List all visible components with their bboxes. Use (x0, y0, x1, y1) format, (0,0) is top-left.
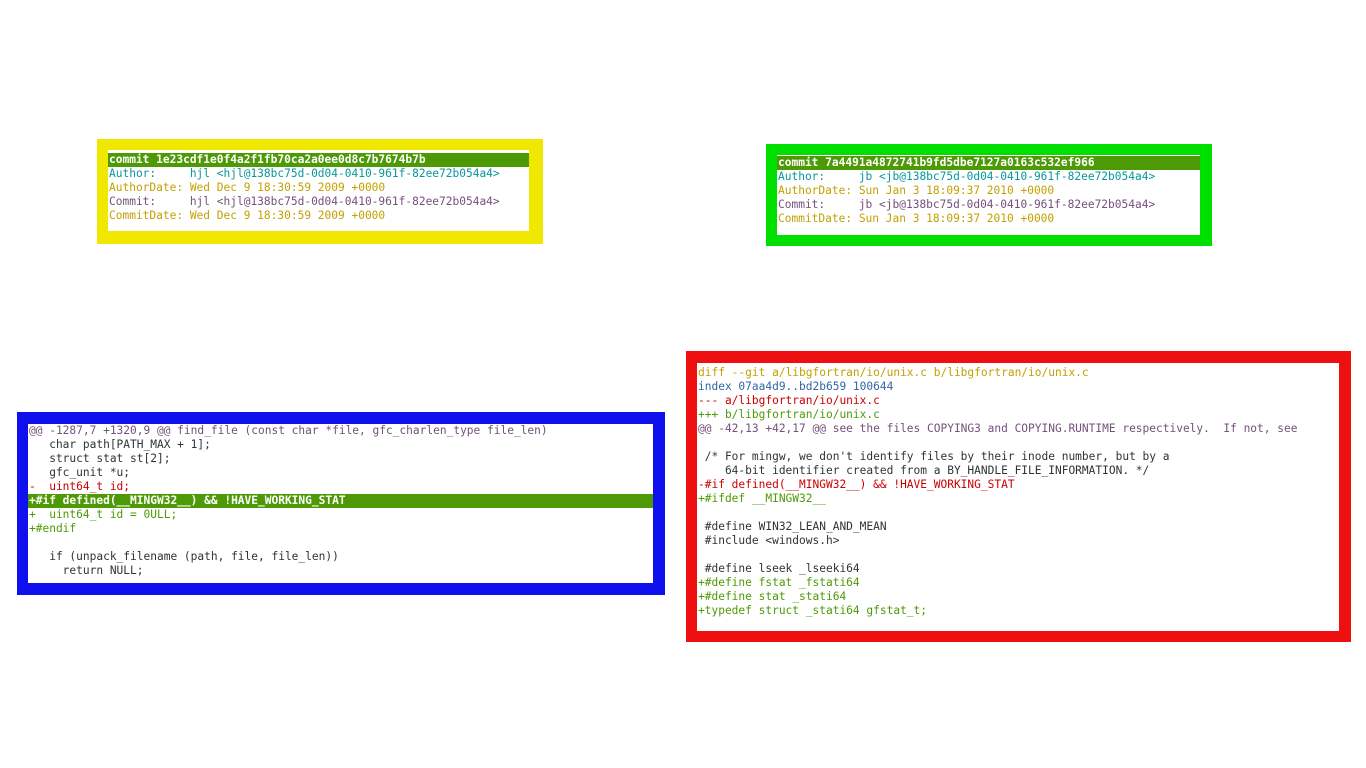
code-line (697, 548, 1339, 562)
code-line: char path[PATH_MAX + 1]; (29, 438, 211, 451)
diff-panel-red-content: diff --git a/libgfortran/io/unix.c b/lib… (697, 363, 1339, 631)
code-line: #define lseek _lseeki64 (698, 562, 860, 575)
code-line: Commit: hjl <hjl@138bc75d-0d04-0410-961f… (109, 195, 500, 208)
code-line: - uint64_t id; (29, 480, 131, 493)
diff-hunk-panel-blue-content: @@ -1287,7 +1320,9 @@ find_file (const c… (28, 424, 653, 583)
code-line: +++ b/libgfortran/io/unix.c (698, 408, 880, 421)
commit-lines: commit 7a4491a4872741b9fd5dbe7127a0163c5… (777, 156, 1200, 226)
code-line: @@ -1287,7 +1320,9 @@ find_file (const c… (29, 424, 548, 437)
code-line: Commit: jb <jb@138bc75d-0d04-0410-961f-8… (778, 198, 1156, 211)
code-line: diff --git a/libgfortran/io/unix.c b/lib… (698, 366, 1089, 379)
code-line: gfc_unit *u; (29, 466, 131, 479)
diff-hunk-panel-blue: @@ -1287,7 +1320,9 @@ find_file (const c… (17, 412, 665, 595)
commit-panel-yellow: commit 1e23cdf1e0f4a2f1fb70ca2a0ee0d8c7b… (97, 139, 543, 244)
code-line: + uint64_t id = 0ULL; (29, 508, 178, 521)
code-line: index 07aa4d9..bd2b659 100644 (698, 380, 894, 393)
commit-panel-yellow-content: commit 1e23cdf1e0f4a2f1fb70ca2a0ee0d8c7b… (108, 150, 529, 231)
diff-lines: @@ -1287,7 +1320,9 @@ find_file (const c… (28, 424, 653, 578)
code-line: #define WIN32_LEAN_AND_MEAN (698, 520, 887, 533)
code-line: +#ifdef __MINGW32__ (698, 492, 826, 505)
highlighted-line: commit 7a4491a4872741b9fd5dbe7127a0163c5… (777, 156, 1200, 170)
code-line: +typedef struct _stati64 gfstat_t; (698, 604, 928, 617)
code-line: -#if defined(__MINGW32__) && !HAVE_WORKI… (698, 478, 1015, 491)
code-line: Author: hjl <hjl@138bc75d-0d04-0410-961f… (109, 167, 500, 180)
code-line: #include <windows.h> (698, 534, 840, 547)
diff-lines: diff --git a/libgfortran/io/unix.c b/lib… (697, 366, 1339, 618)
code-line (28, 536, 653, 550)
highlighted-line: commit 1e23cdf1e0f4a2f1fb70ca2a0ee0d8c7b… (108, 153, 529, 167)
code-line (697, 506, 1339, 520)
code-line: struct stat st[2]; (29, 452, 171, 465)
code-line: AuthorDate: Sun Jan 3 18:09:37 2010 +000… (778, 184, 1055, 197)
commit-lines: commit 1e23cdf1e0f4a2f1fb70ca2a0ee0d8c7b… (108, 153, 529, 223)
highlighted-line: +#if defined(__MINGW32__) && !HAVE_WORKI… (28, 494, 653, 508)
code-line: +#define fstat _fstati64 (698, 576, 860, 589)
code-line: if (unpack_filename (path, file, file_le… (29, 550, 339, 563)
code-line: @@ -42,13 +42,17 @@ see the files COPYIN… (698, 422, 1298, 435)
code-line: Author: jb <jb@138bc75d-0d04-0410-961f-8… (778, 170, 1156, 183)
code-line: AuthorDate: Wed Dec 9 18:30:59 2009 +000… (109, 181, 386, 194)
code-line: 64-bit identifier created from a BY_HAND… (698, 464, 1150, 477)
code-line (697, 436, 1339, 450)
code-line: +#endif (29, 522, 77, 535)
commit-panel-green: commit 7a4491a4872741b9fd5dbe7127a0163c5… (766, 144, 1212, 246)
diff-panel-red: diff --git a/libgfortran/io/unix.c b/lib… (686, 351, 1351, 642)
code-line: /* For mingw, we don't identify files by… (698, 450, 1170, 463)
commit-panel-green-content: commit 7a4491a4872741b9fd5dbe7127a0163c5… (777, 155, 1200, 235)
code-line: --- a/libgfortran/io/unix.c (698, 394, 880, 407)
code-line: CommitDate: Sun Jan 3 18:09:37 2010 +000… (778, 212, 1055, 225)
code-line: CommitDate: Wed Dec 9 18:30:59 2009 +000… (109, 209, 386, 222)
code-line: +#define stat _stati64 (698, 590, 847, 603)
code-line: return NULL; (29, 564, 144, 577)
